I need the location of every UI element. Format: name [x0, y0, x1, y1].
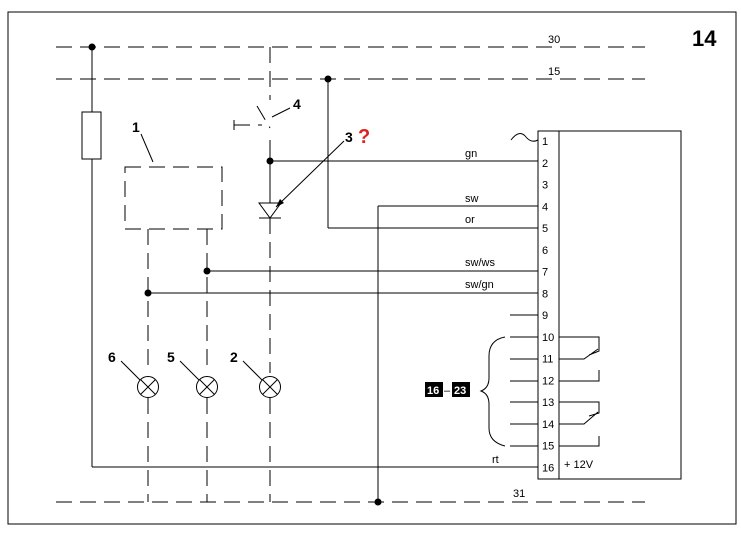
lamp-5-label: 5 — [167, 349, 175, 365]
rail-31-label: 31 — [513, 488, 525, 500]
range-badge-separator: – — [444, 385, 451, 397]
fuse — [81, 111, 102, 160]
range-badge-to-text: 23 — [454, 385, 466, 397]
wire-7-color: sw/ws — [465, 257, 495, 269]
component-1-leader — [140, 133, 154, 163]
connector-pin-11: 11 — [542, 354, 553, 366]
connector-pin-9: 9 — [542, 310, 548, 322]
connector-pin-5: 5 — [542, 223, 548, 235]
diode-3-label: 3 — [345, 129, 353, 145]
diode-3 — [258, 202, 282, 219]
connector-pin-14: 14 — [542, 419, 554, 431]
diode-3-leader-arrow — [276, 199, 284, 207]
lamp-2-label: 2 — [230, 349, 238, 365]
lamp-5 — [196, 376, 218, 398]
switch-4-blade — [256, 105, 271, 129]
connector-pin-10: 10 — [542, 332, 554, 344]
pin-group-brace — [479, 336, 506, 447]
junction-dot-31 — [374, 498, 382, 506]
range-badge-from — [425, 382, 443, 397]
switch-4-label: 4 — [293, 96, 301, 112]
connector-pin-2: 2 — [542, 158, 548, 170]
connector-pin-1: 1 — [542, 136, 548, 148]
rail-15-label: 15 — [548, 66, 560, 78]
connector-pin-7: 7 — [542, 267, 548, 279]
contact-10-11 — [559, 336, 600, 360]
diode-3-leader — [275, 140, 345, 208]
rail-30-label: 30 — [548, 34, 560, 46]
supply-label: + 12V — [564, 459, 594, 471]
lamp-6-leader — [120, 360, 141, 381]
connector-pin-13: 13 — [542, 397, 554, 409]
switch-4-leader — [271, 107, 291, 118]
connector-pin-15: 15 — [542, 441, 554, 453]
lamp-6 — [137, 376, 159, 398]
connector-pin-3: 3 — [542, 180, 548, 192]
component-1-label: 1 — [132, 119, 140, 135]
question-mark-icon: ? — [358, 126, 370, 148]
contact-15 — [559, 436, 600, 447]
range-badge-to — [452, 382, 470, 397]
diagram-frame — [7, 11, 737, 525]
connector-pin-4: 4 — [542, 201, 548, 213]
wire-16-color: rt — [492, 454, 499, 466]
wire-4-color: sw — [465, 193, 479, 205]
range-badge-from-text: 16 — [427, 385, 439, 397]
wire-2-color: gn — [465, 148, 477, 160]
contact-13-14 — [559, 401, 600, 425]
lamp-2 — [259, 376, 281, 398]
figure-number: 14 — [692, 26, 717, 51]
pin-1-wave — [510, 133, 539, 142]
connector-pin-16: 16 — [542, 462, 554, 474]
contact-12 — [559, 370, 600, 382]
lamp-2-leader — [242, 360, 263, 381]
lamp-6-label: 6 — [108, 349, 116, 365]
wire-8-color: sw/gn — [465, 279, 494, 291]
wire-5-color: or — [465, 214, 475, 226]
lamp-5-leader — [179, 360, 200, 381]
connector-pin-12: 12 — [542, 375, 554, 387]
connector-pin-6: 6 — [542, 245, 548, 257]
connector-pin-8: 8 — [542, 288, 548, 300]
component-1-box — [124, 166, 223, 230]
connector-block — [537, 130, 682, 480]
